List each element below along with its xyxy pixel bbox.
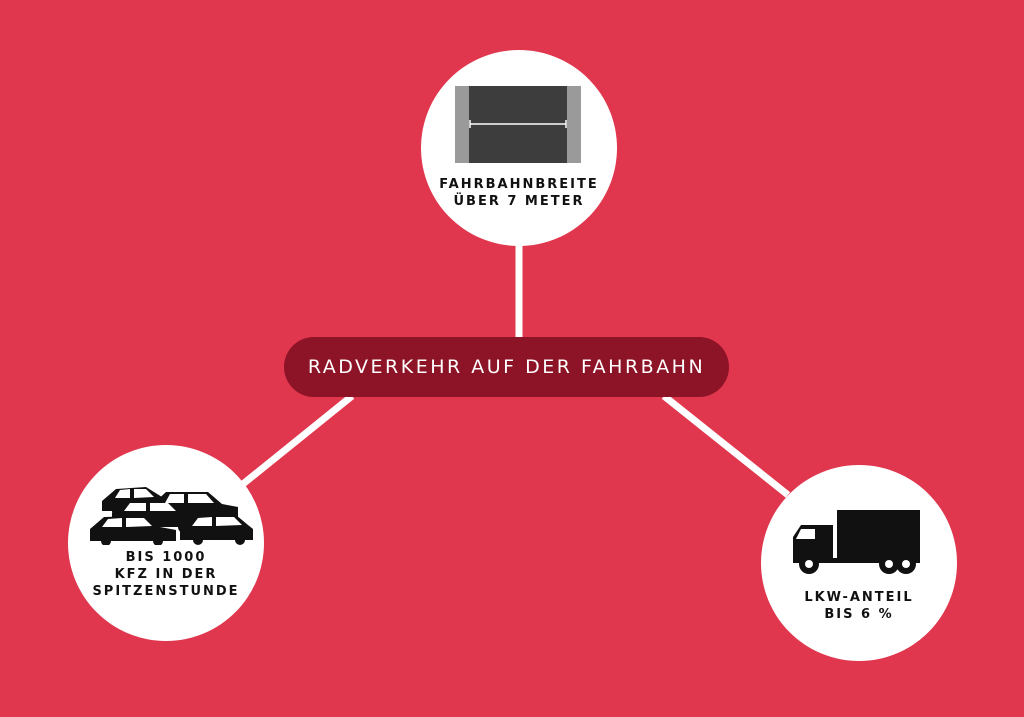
truck-share-label-line-1: LKW-ANTEIL <box>804 590 914 605</box>
center-topic-pill: RADVERKEHR AUF DER FAHRBAHN <box>284 337 729 397</box>
cars-icon <box>90 487 253 545</box>
truck-share-label: LKW-ANTEIL BIS 6 % <box>761 589 957 623</box>
road-width-label-line-2: ÜBER 7 METER <box>453 194 585 209</box>
traffic-volume-label: BIS 1000 KFZ IN DER SPITZENSTUNDE <box>68 549 264 600</box>
traffic-volume-label-line-3: SPITZENSTUNDE <box>92 584 240 599</box>
node-truck-share: LKW-ANTEIL BIS 6 % <box>761 465 957 661</box>
road-width-label: FAHRBAHNBREITE ÜBER 7 METER <box>421 176 617 210</box>
truck-share-label-line-2: BIS 6 % <box>824 607 894 622</box>
connector-left <box>235 393 355 491</box>
traffic-volume-label-line-1: BIS 1000 <box>125 550 207 565</box>
truck-icon <box>793 510 920 574</box>
node-traffic-volume: BIS 1000 KFZ IN DER SPITZENSTUNDE <box>68 445 264 641</box>
connector-right <box>661 393 791 498</box>
road-width-icon <box>455 86 581 163</box>
traffic-volume-label-line-2: KFZ IN DER <box>114 567 218 582</box>
node-road-width: FAHRBAHNBREITE ÜBER 7 METER <box>421 50 617 246</box>
road-width-label-line-1: FAHRBAHNBREITE <box>439 177 599 192</box>
center-topic-label: RADVERKEHR AUF DER FAHRBAHN <box>307 356 706 378</box>
